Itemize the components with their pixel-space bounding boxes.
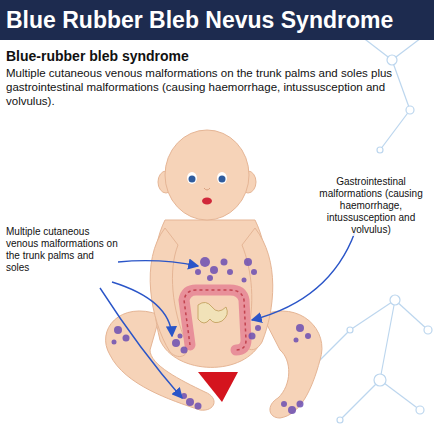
diaper — [198, 372, 238, 402]
title: Blue Rubber Bleb Nevus Syndrome — [6, 7, 393, 35]
baby-figure — [106, 130, 322, 418]
colon — [184, 290, 246, 350]
callout-label: Gastrointestinal malformations (causing … — [314, 176, 428, 236]
callout-label: Multiple cutaneous venous malformations … — [6, 226, 118, 274]
subtitle: Blue-rubber bleb syndrome — [6, 48, 426, 65]
leader-arrows — [100, 232, 355, 398]
venous-malformations — [112, 257, 312, 414]
title-banner — [0, 0, 434, 40]
face — [187, 172, 227, 205]
description: Multiple cutaneous venous malformations … — [6, 67, 428, 108]
